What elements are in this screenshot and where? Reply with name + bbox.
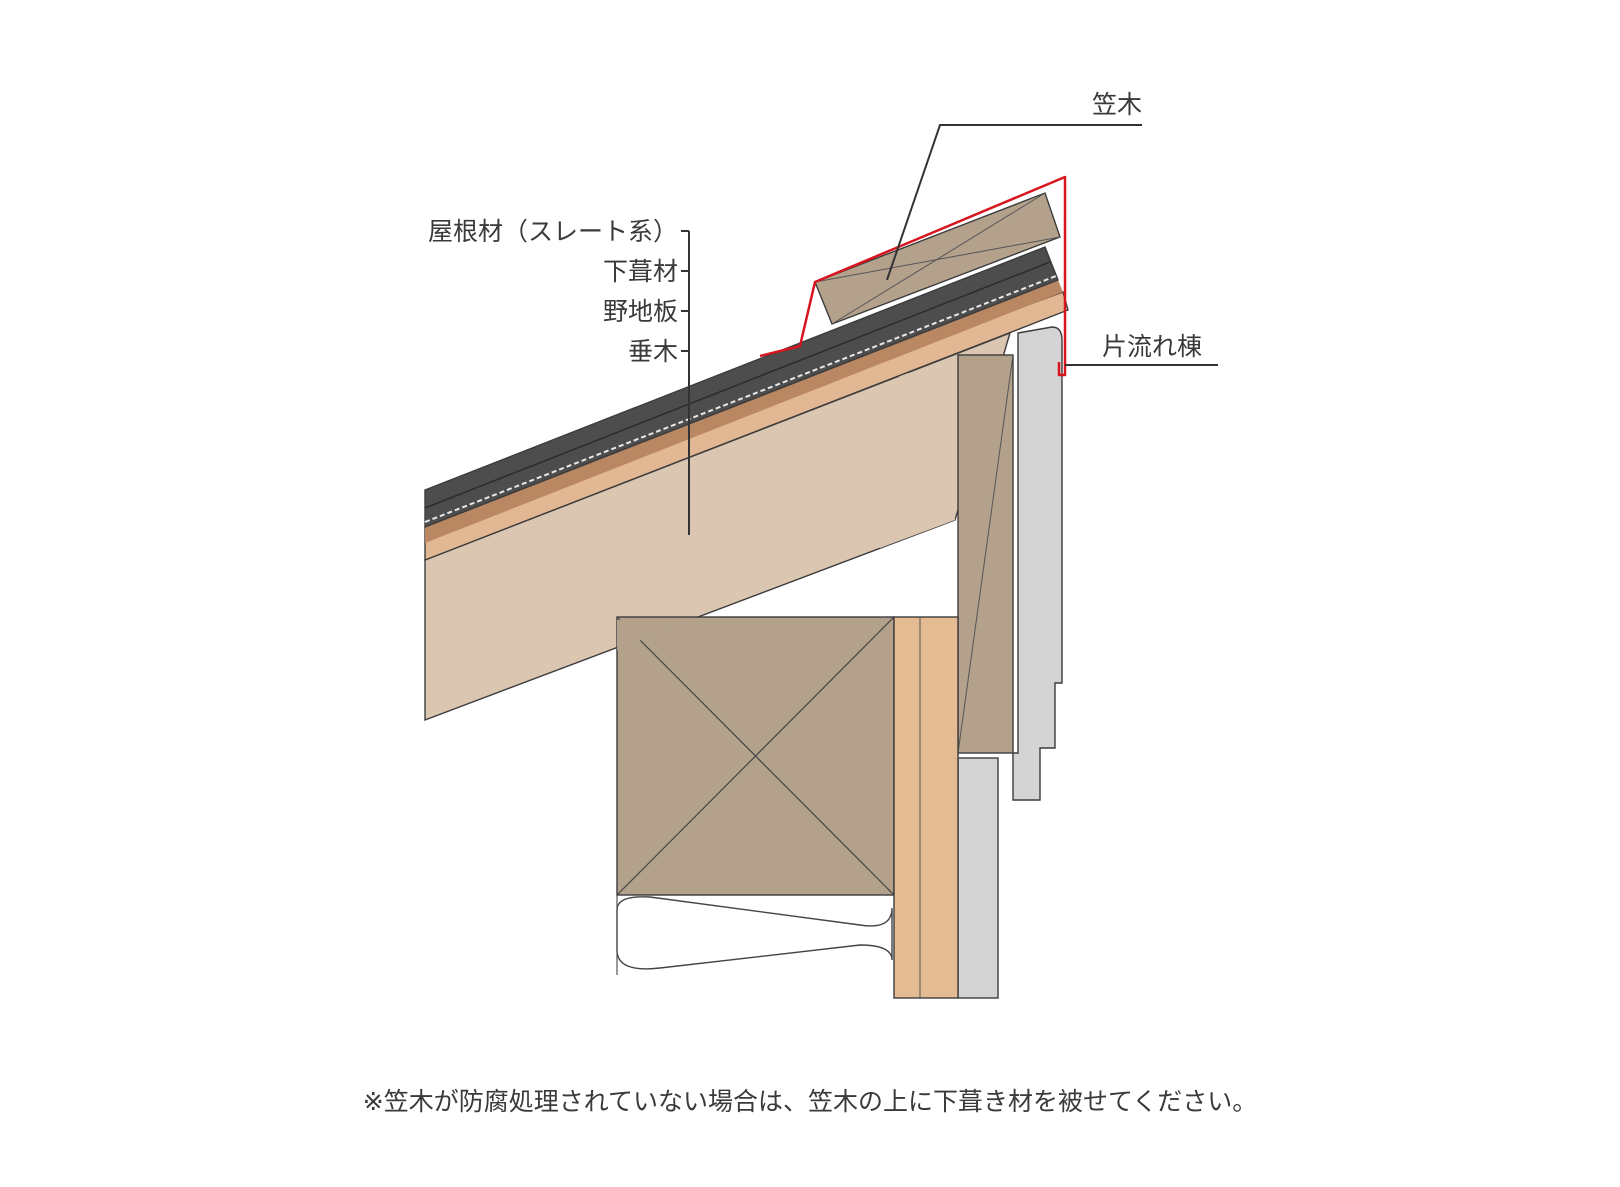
sheathing-dark-layer [425,280,1063,543]
insulation [616,896,893,970]
kasagi-leader [886,124,1142,281]
footnote: ※笠木が防腐処理されていない場合は、笠木の上に下葺き材を被せてください。 [363,1087,1257,1116]
kasagi-label: 笠木 [1092,90,1142,119]
roofing-slate [424,246,1059,529]
ridge-label: 片流れ棟 [1102,332,1202,361]
siding-board [1012,326,1063,801]
beam-diagonal [616,616,895,896]
kasagi-cross-line [831,192,1046,325]
roofing-label: 屋根材（スレート系） [428,217,678,246]
beam-top-under-rafter [617,620,690,650]
underlay-line [424,275,1057,523]
roofing-seam [424,261,1051,509]
siding-lower [957,757,999,999]
sheathing-label: 野地板 [603,297,678,326]
rafter-end-cut [880,366,955,548]
stud [893,616,959,999]
furring-diagonal [957,354,1014,754]
underlay-label: 下葺材 [603,257,678,286]
rafter-label: 垂木 [628,337,678,366]
ridge-flashing [759,175,1067,377]
